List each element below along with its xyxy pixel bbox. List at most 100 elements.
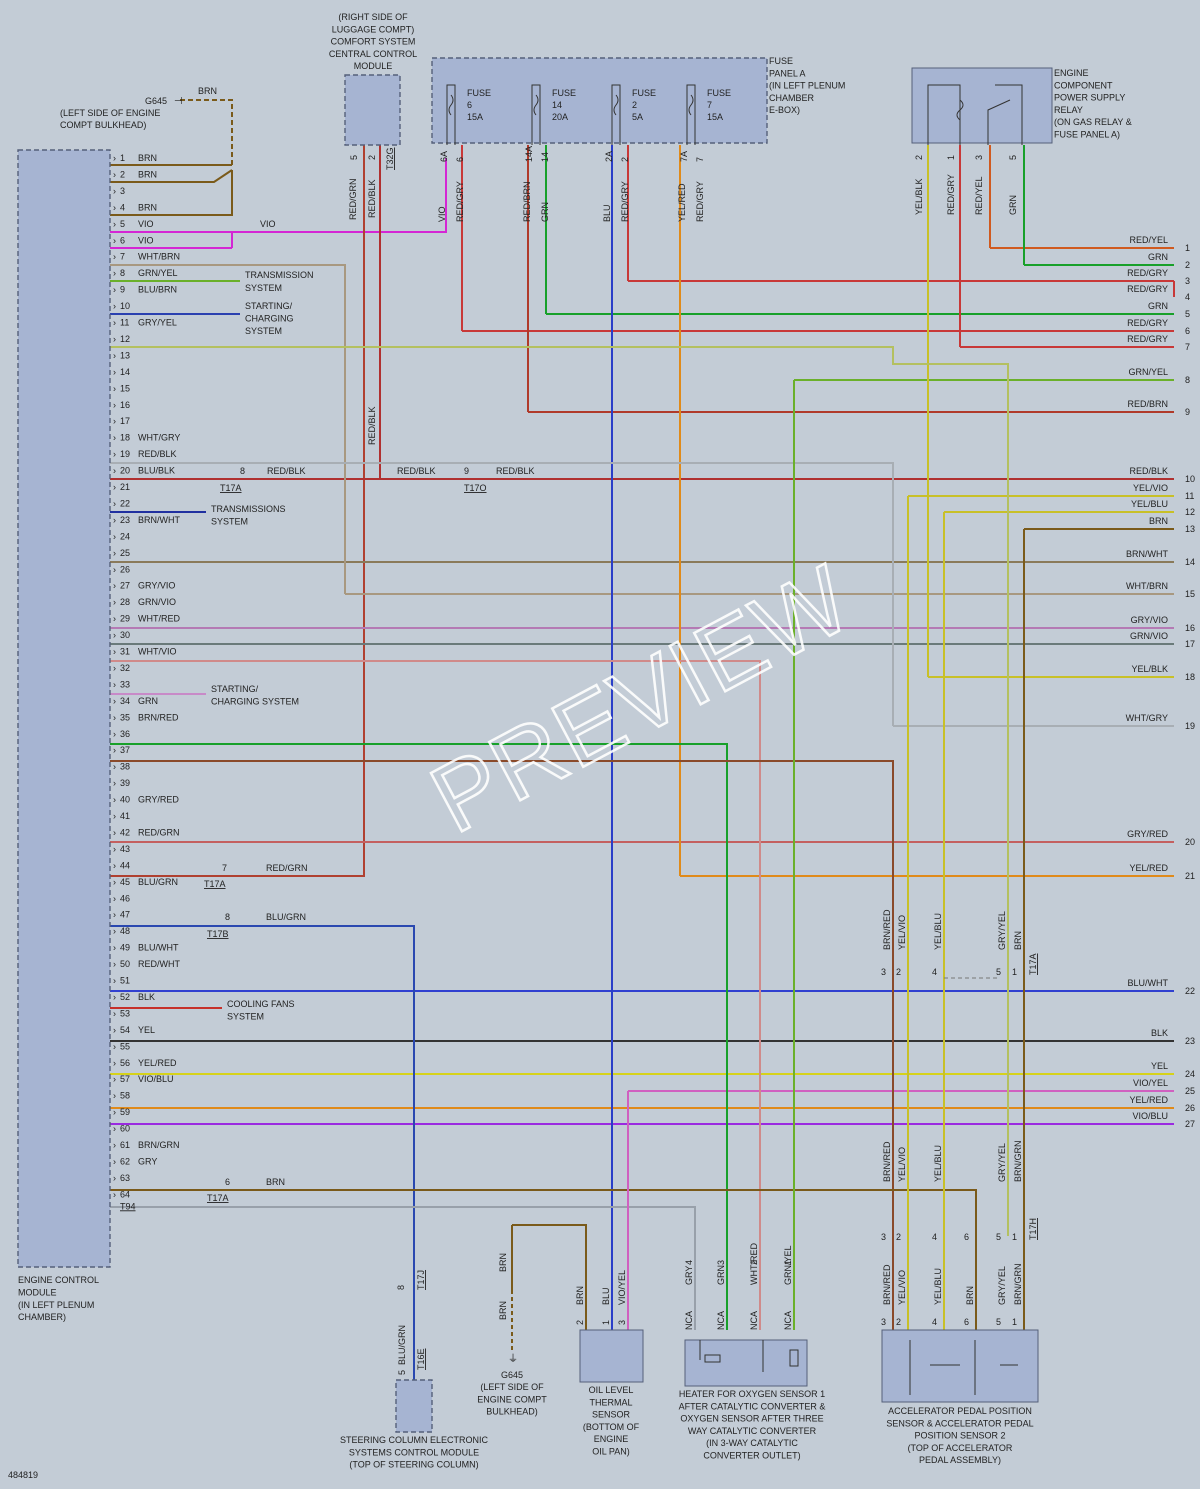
fuse-wire-color: VIO bbox=[437, 206, 447, 222]
ecm-pin-wire-color: GRY/YEL bbox=[138, 318, 177, 328]
fuse-panel-a bbox=[431, 57, 768, 144]
cooling-fans-note: COOLING FANS bbox=[227, 999, 295, 1009]
side-wire-number: 27 bbox=[1185, 1119, 1195, 1129]
ecm-pin-number: 23 bbox=[120, 515, 130, 525]
side-wire-number: 11 bbox=[1185, 491, 1194, 501]
ecm-pin-wire-color: YEL/RED bbox=[138, 1058, 177, 1068]
engine-component-relay bbox=[911, 67, 1053, 144]
o2-sensor-pin: 2 bbox=[749, 1260, 759, 1265]
comfort-wire-color: RED/GRN bbox=[348, 178, 358, 220]
o2-nca-label: NCA bbox=[749, 1311, 759, 1330]
ecm-pin-arrow: › bbox=[113, 943, 116, 953]
ground-g645-bottom-label: ENGINE COMPT bbox=[477, 1394, 547, 1404]
side-wire-number: 12 bbox=[1185, 507, 1195, 517]
side-wire-color: GRN/YEL bbox=[1128, 367, 1168, 377]
ecm-pin-arrow: › bbox=[113, 301, 116, 311]
ecm-pin-arrow: › bbox=[113, 696, 116, 706]
fuse-symbol bbox=[446, 84, 456, 145]
ecm-pin-number: 58 bbox=[120, 1091, 130, 1101]
o2-sensor-wire: WHT/RED bbox=[749, 1243, 759, 1285]
relay-label: RELAY bbox=[1054, 105, 1083, 115]
ecm-pin-number: 29 bbox=[120, 614, 130, 624]
side-wire-color: GRY/VIO bbox=[1131, 615, 1168, 625]
o2-sensor-pin: 1 bbox=[783, 1260, 793, 1265]
t17a-pin: 8 bbox=[240, 466, 245, 476]
t17h-wire: YEL/VIO bbox=[897, 1147, 907, 1182]
t16e-connector: T16E bbox=[416, 1348, 426, 1370]
ecm-pin-wire-color: BRN bbox=[138, 153, 157, 163]
t17a-connector: T17A bbox=[207, 1193, 229, 1203]
starting-charging-system-note: CHARGING SYSTEM bbox=[211, 697, 299, 707]
red-blk-mid-label: RED/BLK bbox=[397, 466, 436, 476]
ecm-pin-number: 39 bbox=[120, 778, 130, 788]
relay-pin: 3 bbox=[974, 155, 984, 160]
ecm-pin-arrow: › bbox=[113, 926, 116, 936]
starting-charging-system-note: STARTING/ bbox=[211, 684, 259, 694]
ecm-pin-arrow: › bbox=[113, 762, 116, 772]
t17a-connector: T17A bbox=[220, 483, 242, 493]
ecm-pin-number: 11 bbox=[120, 318, 129, 328]
side-wire-number: 24 bbox=[1185, 1069, 1195, 1079]
ecm-pin-number: 40 bbox=[120, 795, 130, 805]
app-sensor-label: POSITION SENSOR 2 bbox=[914, 1431, 1005, 1441]
ecm-pin-arrow: › bbox=[113, 564, 116, 574]
app-sensor-pin: 5 bbox=[996, 1317, 1001, 1327]
ecm-pin-arrow: › bbox=[113, 1189, 116, 1199]
comfort-module-label: CENTRAL CONTROL bbox=[329, 49, 417, 59]
ecm-pin-arrow: › bbox=[113, 795, 116, 805]
side-wire-color: RED/GRY bbox=[1127, 334, 1168, 344]
t17a-app-wire: GRY/YEL bbox=[997, 911, 1007, 950]
ecm-pin-arrow: › bbox=[113, 153, 116, 163]
side-wire-color: RED/BRN bbox=[1127, 399, 1168, 409]
fuse-wire-color: RED/GRY bbox=[695, 181, 705, 222]
side-wire-number: 8 bbox=[1185, 375, 1190, 385]
ecm-pin-wire-color: GRN/VIO bbox=[138, 597, 176, 607]
ecm-pin-number: 50 bbox=[120, 959, 130, 969]
ecm-pin-arrow: › bbox=[113, 318, 116, 328]
ecm-pin61 bbox=[110, 1189, 977, 1330]
ecm-pin-number: 26 bbox=[120, 564, 130, 574]
ecm-pin-number: 31 bbox=[120, 647, 130, 657]
o2-nca-label: NCA bbox=[716, 1311, 726, 1330]
ecm-pin-number: 6 bbox=[120, 235, 125, 245]
ground-wire-color: BRN bbox=[198, 86, 217, 96]
oil-sensor-label: OIL PAN) bbox=[592, 1447, 630, 1457]
ecm-pin-arrow: › bbox=[113, 1008, 116, 1018]
ground-brn-wire bbox=[180, 99, 233, 165]
fuse-pin: 6 bbox=[455, 157, 465, 162]
ecm-pin-wire-color: GRY/VIO bbox=[138, 581, 175, 591]
ecm-pin-arrow: › bbox=[113, 1140, 116, 1150]
ecm-pin2-wire bbox=[110, 169, 233, 183]
side-wire-number: 22 bbox=[1185, 986, 1195, 996]
side-wire-number: 23 bbox=[1185, 1036, 1195, 1046]
ecm-pin-arrow: › bbox=[113, 1025, 116, 1035]
ecm-pin-wire-color: GRN bbox=[138, 696, 158, 706]
ecm-pin-wire-color: VIO bbox=[138, 235, 154, 245]
blu-grn-label: BLU/GRN bbox=[397, 1325, 407, 1365]
oil-level-thermal-sensor bbox=[579, 1329, 644, 1383]
ecm-pin-arrow: › bbox=[113, 647, 116, 657]
side-wire-color: BLU/WHT bbox=[1128, 978, 1169, 988]
transmission-systems-note: SYSTEM bbox=[211, 517, 248, 527]
o2-sensor-label: HEATER FOR OXYGEN SENSOR 1 bbox=[679, 1389, 825, 1399]
ecm-pin-arrow: › bbox=[113, 515, 116, 525]
ecm-pin-number: 54 bbox=[120, 1025, 130, 1035]
ecm-pin-number: 16 bbox=[120, 400, 130, 410]
fuse-wire-color: GRN bbox=[540, 202, 550, 222]
ecm-pin-arrow: › bbox=[113, 1173, 116, 1183]
t17h-connector: T17H bbox=[1028, 1218, 1038, 1240]
side-wire-color: YEL/RED bbox=[1129, 863, 1168, 873]
ecm-pin-arrow: › bbox=[113, 449, 116, 459]
fuse-wire-color: RED/BRN bbox=[522, 181, 532, 222]
comfort-wire-color: RED/BLK bbox=[367, 179, 377, 218]
side-wire-number: 2 bbox=[1185, 260, 1190, 270]
side-wire-number: 7 bbox=[1185, 342, 1190, 352]
oil-sensor-label: ENGINE bbox=[594, 1434, 629, 1444]
steering-module-label: (TOP OF STEERING COLUMN) bbox=[349, 1460, 478, 1470]
ecm-pin-number: 7 bbox=[120, 252, 125, 262]
ecm-pin-number: 22 bbox=[120, 498, 130, 508]
ecm-pin-arrow: › bbox=[113, 1058, 116, 1068]
t17h-wire: BRN/GRN bbox=[1013, 1140, 1023, 1182]
fuse-symbol bbox=[611, 84, 621, 145]
